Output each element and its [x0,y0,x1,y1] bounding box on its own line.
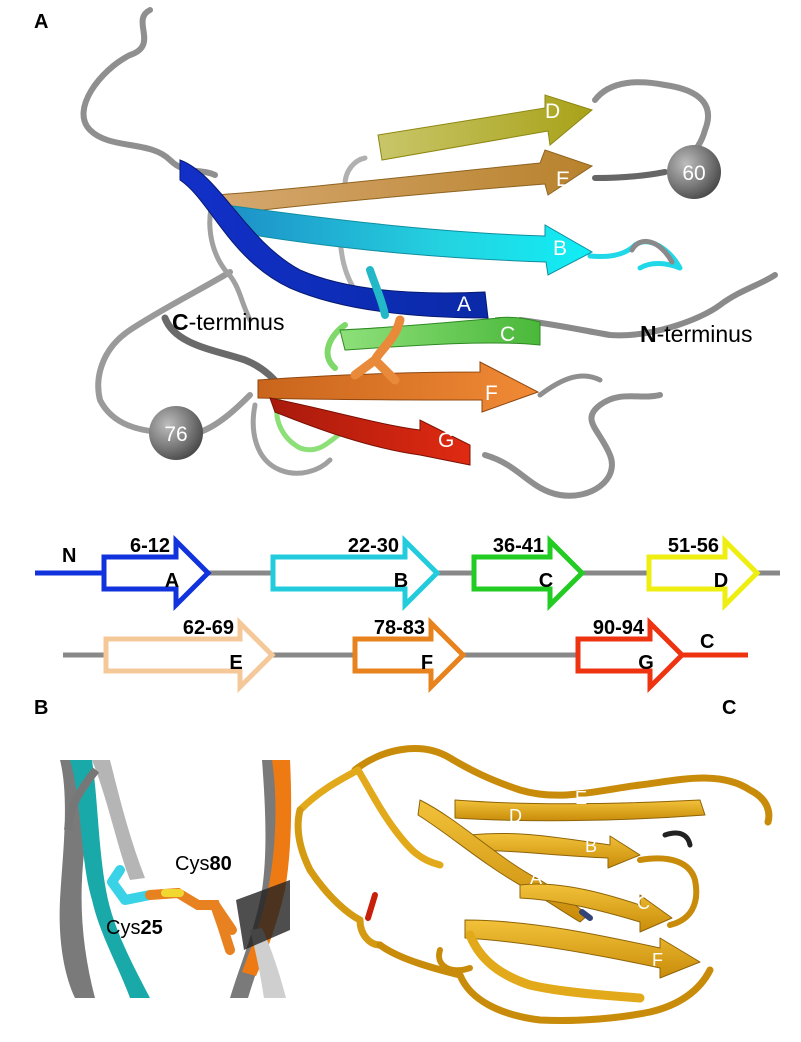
loop-mid [342,155,368,188]
topology-range-B: 22-30 [348,535,399,557]
topology-letter-F: F [421,652,433,674]
loop-left [95,269,233,435]
loop-green [324,322,348,371]
topology-range-A: 6-12 [130,535,170,557]
topology-strand-E [103,616,276,694]
topology-letter-A: A [165,570,179,592]
panel-a-label: A [34,11,48,33]
loop-green-low [274,392,348,453]
loop-e-60 [592,169,668,181]
panel-c-structure [294,745,773,1025]
strand-label-E: E [556,168,570,191]
panel-c-label: C [722,697,736,719]
loop-76 [197,392,253,435]
strand-label-C: C [500,323,515,346]
panel-c-label-D: D [509,806,522,826]
cys80-number: 80 [209,853,231,875]
residue-sphere-60 [667,145,721,199]
topology-strand-F [352,616,467,694]
cys80-label: Cys80 [175,853,232,875]
loop-b-grey [629,238,675,265]
topology-range-C: 36-41 [493,535,544,557]
topology-range-E: 62-69 [183,617,234,639]
panel-c-label-G: G [552,956,566,976]
loop-bottom [250,402,333,476]
cys25-name: Cys [106,917,140,939]
residue-label-60: 60 [682,162,705,185]
topology-letter-B: B [394,570,408,592]
residue-label-76: 76 [164,423,187,446]
c-terminus-rest: -terminus [189,309,285,335]
cys25-number: 25 [140,917,162,939]
topology-strand-D [646,534,761,612]
topology-letter-C: C [539,570,553,592]
c-terminus-bold: C [172,309,189,335]
topology-letter-D: D [714,570,728,592]
strand-label-B: B [553,237,567,260]
strand-label-G: G [438,429,454,452]
panel-c-label-E: E [575,788,587,808]
topology-range-F: 78-83 [374,617,425,639]
strand-A [179,159,489,319]
cys25-label: Cys25 [106,917,163,939]
loop-top-left [80,7,218,178]
loop-n-term [517,272,778,339]
strand-F [257,361,540,413]
strand-D [377,94,594,161]
strand-G [269,397,471,466]
n-terminus-bold: N [640,321,657,347]
n-terminus-rest: -terminus [657,321,753,347]
panel-b-structure [48,754,292,998]
strand-label-D: D [545,100,560,123]
loop-left-mid [207,192,253,323]
topology-arrows: 6-12A 22-30B 36-41C 51-56D 62-69E 78-83F 90-94… [101,534,761,694]
topology-n-label: N [62,545,76,567]
topology-strand-C [471,534,586,612]
disulfide-sticks-a [350,266,405,385]
loop-f-right [537,373,603,398]
strand-E [214,149,594,216]
topology-strand-G [575,616,686,694]
panel-c-label-B: B [585,836,597,856]
panel-a-structure [80,7,778,499]
panel-c-label-C: C [637,893,650,913]
n-terminus-label: N-terminus [640,321,752,347]
c-terminus-label: C-terminus [172,309,284,335]
residue-sphere-76 [149,406,203,460]
loop-bottom-right [482,392,663,499]
topology-strand-A [101,534,212,612]
topology-strand-B [270,534,441,612]
topology-letter-E: E [229,652,242,674]
panel-b-label: B [34,697,48,719]
panel-c-label-F: F [652,950,663,970]
topology-range-D: 51-56 [668,535,719,557]
strand-label-F: F [485,382,498,405]
topology-c-label: C [700,631,714,653]
cys80-name: Cys [175,853,209,875]
topology-letter-G: G [638,652,654,674]
strand-label-A: A [457,293,471,316]
topology-diagram: 6-12A 22-30B 36-41C 51-56D 62-69E 78-83F 90-94… [35,534,780,694]
strand-B [224,204,594,276]
topology-range-G: 90-94 [593,617,645,639]
panel-c-label-A: A [530,868,542,888]
